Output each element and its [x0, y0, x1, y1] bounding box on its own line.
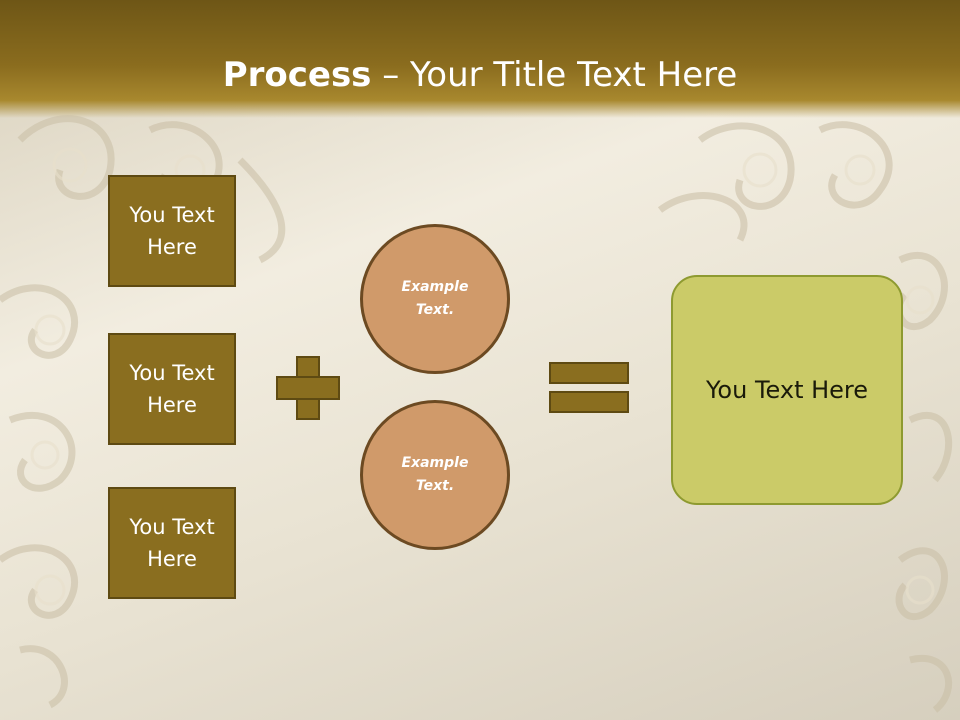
slide-title: Process – Your Title Text Here [0, 52, 960, 98]
title-rest: – Your Title Text Here [371, 55, 738, 95]
example-circle-1-label: Example Text. [401, 279, 469, 318]
input-box-2: You Text Here [108, 333, 236, 445]
example-circle-1: Example Text. [360, 224, 510, 374]
result-box-label: You Text Here [705, 376, 869, 404]
title-bar [0, 0, 960, 118]
plus-icon-center [298, 378, 318, 398]
input-box-1: You Text Here [108, 175, 236, 287]
title-bold: Process [222, 55, 372, 95]
input-box-1-label: You Text Here [129, 203, 215, 259]
input-box-3-label: You Text Here [129, 515, 215, 571]
example-circle-2-label: Example Text. [401, 455, 469, 494]
input-box-2-label: You Text Here [129, 361, 215, 417]
example-circle-2: Example Text. [360, 400, 510, 550]
equals-icon-bottom-bar [549, 391, 629, 413]
input-box-3: You Text Here [108, 487, 236, 599]
result-box: You Text Here [671, 275, 903, 505]
equals-icon-top-bar [549, 362, 629, 384]
